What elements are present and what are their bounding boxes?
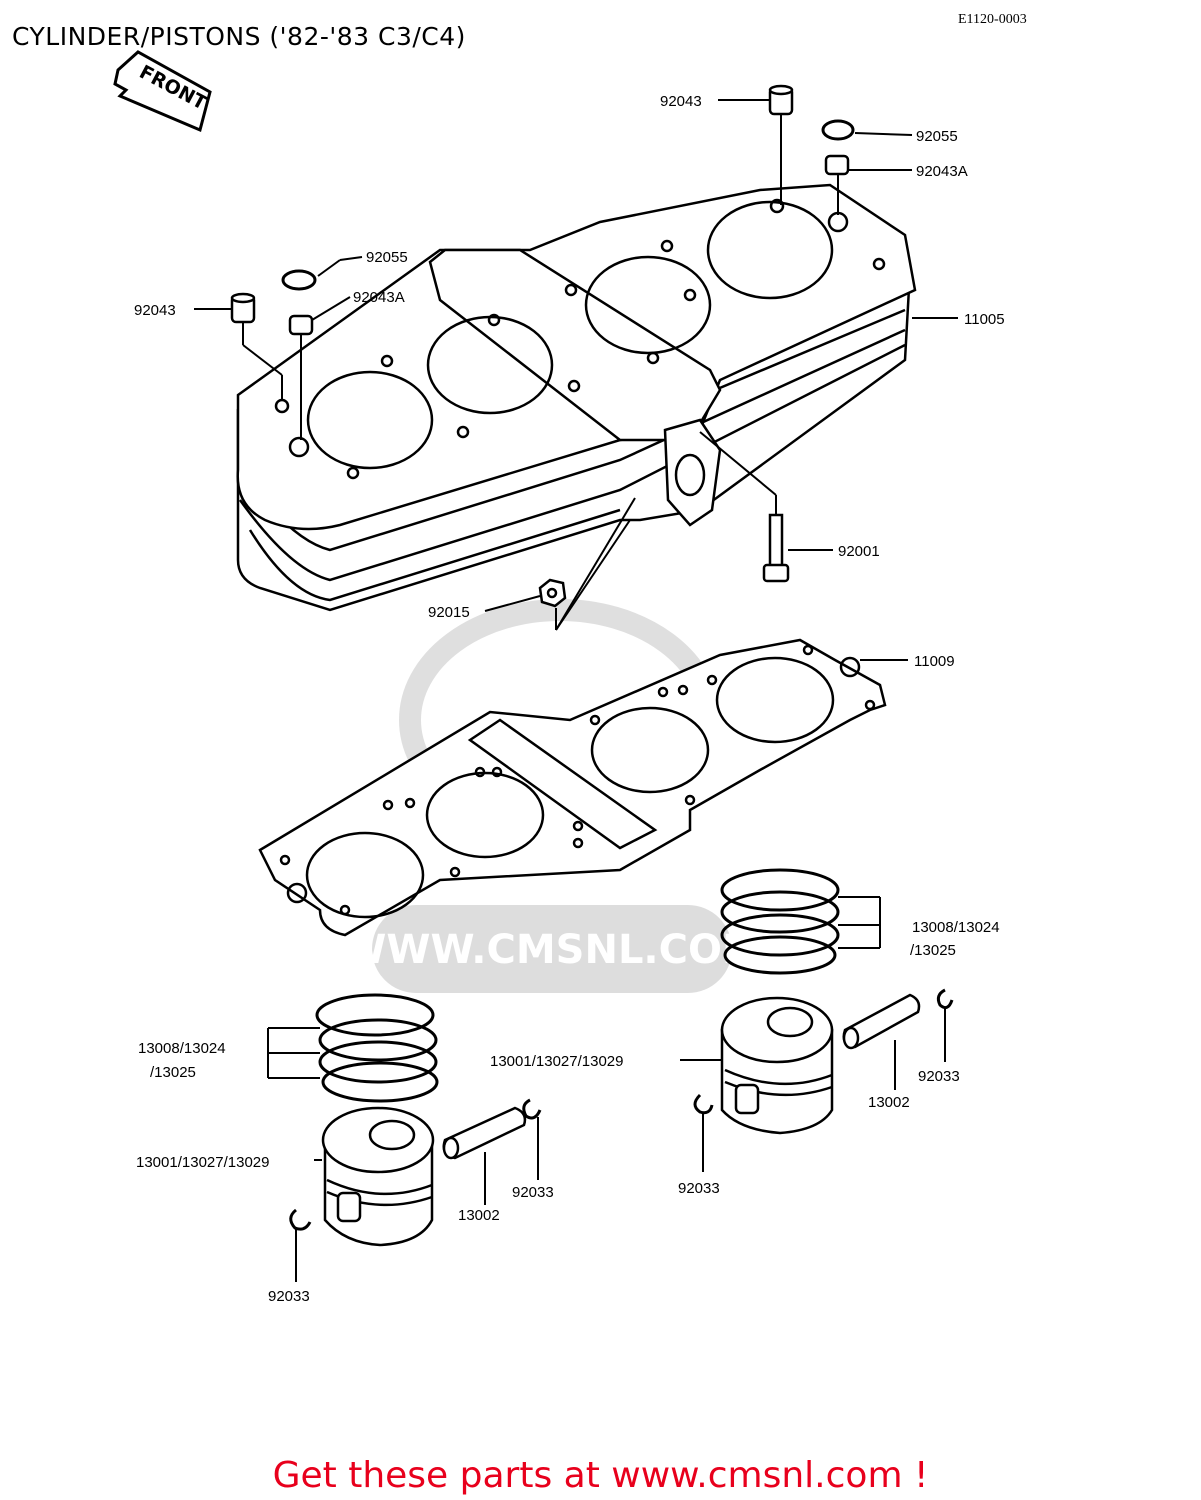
callout-92001: 92001 xyxy=(838,543,880,560)
front-arrow: FRONT xyxy=(113,50,212,133)
piston-pin-left xyxy=(442,1106,527,1160)
bolt-92001 xyxy=(762,513,790,583)
piston-left xyxy=(321,1106,435,1247)
callout-92055-right: 92055 xyxy=(916,128,958,145)
oring-92055-left xyxy=(281,269,317,291)
piston-pin-right xyxy=(842,993,921,1050)
callout-92043a-left: 92043A xyxy=(353,289,405,306)
piston-rings-left xyxy=(315,993,439,1103)
piston-rings-right xyxy=(720,868,840,975)
callout-92033-right-pin: 92033 xyxy=(918,1068,960,1085)
cylinder-base-gasket xyxy=(258,638,887,937)
callout-piston-right: 13001/13027/13029 xyxy=(490,1053,623,1070)
callout-13002-left: 13002 xyxy=(458,1207,500,1224)
callout-piston-left: 13001/13027/13029 xyxy=(136,1154,269,1171)
callout-11009: 11009 xyxy=(914,653,955,670)
circlip-left-clip xyxy=(289,1208,312,1231)
cylinder-block xyxy=(236,183,917,612)
callout-92043-left: 92043 xyxy=(134,302,176,319)
oring-92055-right xyxy=(821,119,855,141)
dowel-pin-92043-top xyxy=(768,84,794,116)
circlip-right-pin xyxy=(936,988,954,1010)
collar-92043a-right xyxy=(824,154,850,176)
circlip-right-clip xyxy=(693,1093,714,1115)
callout-92033-left-pin: 92033 xyxy=(512,1184,554,1201)
callout-92015: 92015 xyxy=(428,604,470,621)
callout-13002-right: 13002 xyxy=(868,1094,910,1111)
callout-rings-right-line2: /13025 xyxy=(910,942,956,959)
watermark-text: WWW.CMSNL.COM xyxy=(342,927,762,973)
callout-rings-left-line2: /13025 xyxy=(150,1064,196,1081)
leader-lines xyxy=(194,99,958,1282)
callout-92033-right-clip: 92033 xyxy=(678,1180,720,1197)
nut-92015 xyxy=(538,578,567,608)
dowel-pin-92043-left xyxy=(230,292,256,324)
callout-rings-right-line1: 13008/13024 xyxy=(912,919,1000,936)
diagram-code: E1120-0003 xyxy=(958,12,1027,27)
circlip-left-pin xyxy=(522,1098,542,1120)
collar-92043a-left xyxy=(288,314,314,336)
callout-92043a-right: 92043A xyxy=(916,163,968,180)
diagram-title: CYLINDER/PISTONS ('82-'83 C3/C4) xyxy=(12,22,466,51)
callout-92033-left-clip: 92033 xyxy=(268,1288,310,1305)
callout-rings-left-line1: 13008/13024 xyxy=(138,1040,226,1057)
callout-92043-top: 92043 xyxy=(660,93,702,110)
footer-cta-link[interactable]: Get these parts at www.cmsnl.com ! xyxy=(272,1455,929,1496)
callout-92055-left: 92055 xyxy=(366,249,408,266)
piston-right xyxy=(720,996,834,1135)
callout-11005: 11005 xyxy=(964,311,1005,328)
